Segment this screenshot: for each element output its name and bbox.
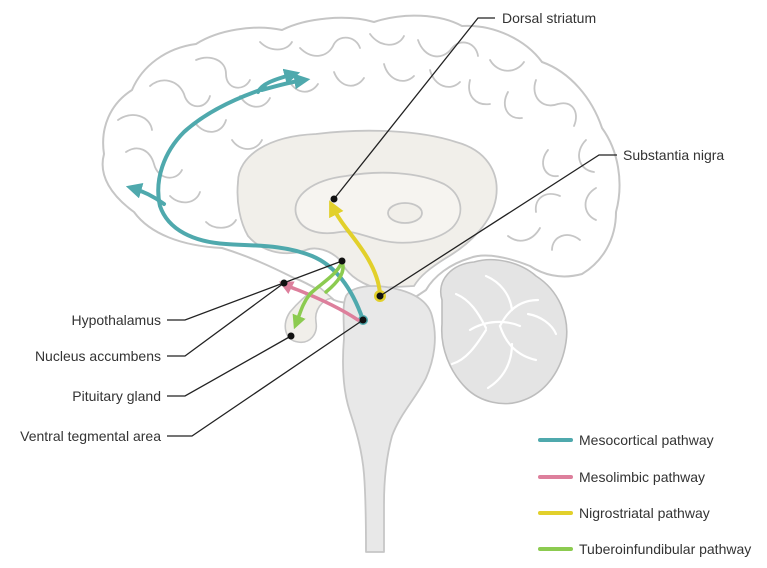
point-dorsal-striatum [330, 195, 338, 203]
mesocortical-branch-loop [256, 68, 301, 94]
leader-hypothalamus [167, 260, 343, 321]
mesolimbic-pathway-line [278, 281, 360, 322]
legend: Mesocortical pathway Mesolimbic pathway … [538, 432, 751, 557]
point-nucleus-accumbens [280, 279, 288, 287]
mesocortical-pathway-lines [125, 68, 365, 322]
mesocortical-trunk [156, 86, 365, 322]
legend-item-mesolimbic: Mesolimbic pathway [538, 469, 705, 485]
leader-nucleus-accumbens [167, 282, 285, 357]
inner-structures [236, 129, 498, 289]
label-nucleus-accumbens: Nucleus accumbens [35, 348, 161, 364]
legend-label-nigrostriatal: Nigrostriatal pathway [579, 505, 710, 521]
label-hypothalamus: Hypothalamus [72, 312, 162, 328]
cortex-gyri [117, 33, 597, 251]
cerebellum [439, 258, 568, 405]
label-points [280, 195, 384, 340]
leader-dorsal-striatum [333, 17, 495, 200]
tubero-path [292, 260, 344, 330]
mesocortical-branch-top [260, 73, 311, 92]
interthalamic-adhesion [387, 202, 423, 224]
legend-item-nigrostriatal: Nigrostriatal pathway [538, 505, 710, 521]
legend-label-tuberoinfundibular: Tuberoinfundibular pathway [579, 541, 751, 557]
cerebellum-outline [439, 258, 568, 405]
label-substantia-nigra: Substantia nigra [623, 147, 724, 163]
point-hypothalamus [338, 257, 346, 265]
label-pituitary-gland: Pituitary gland [72, 388, 161, 404]
leader-substantia-nigra [379, 154, 617, 297]
brainstem-outline [341, 285, 436, 553]
mesocortical-branch-front [125, 182, 166, 206]
point-pituitary-gland [287, 332, 295, 340]
leader-vta [167, 319, 364, 437]
tuberoinfundibular-pathway-lines [292, 260, 345, 330]
leader-lines [167, 17, 617, 437]
point-substantia-nigra [376, 292, 384, 300]
legend-label-mesocortical: Mesocortical pathway [579, 432, 714, 448]
leader-pituitary-gland [167, 335, 292, 397]
nigrostriatal-pathway-line [329, 200, 382, 296]
tubero-path-2 [324, 260, 345, 294]
point-vta [359, 316, 367, 324]
label-dorsal-striatum: Dorsal striatum [502, 10, 596, 26]
thalamus-outline [294, 171, 462, 244]
legend-item-tuberoinfundibular: Tuberoinfundibular pathway [538, 541, 751, 557]
brainstem [341, 285, 436, 553]
legend-item-mesocortical: Mesocortical pathway [538, 432, 714, 448]
label-ventral-tegmental-area: Ventral tegmental area [20, 428, 161, 444]
legend-label-mesolimbic: Mesolimbic pathway [579, 469, 705, 485]
